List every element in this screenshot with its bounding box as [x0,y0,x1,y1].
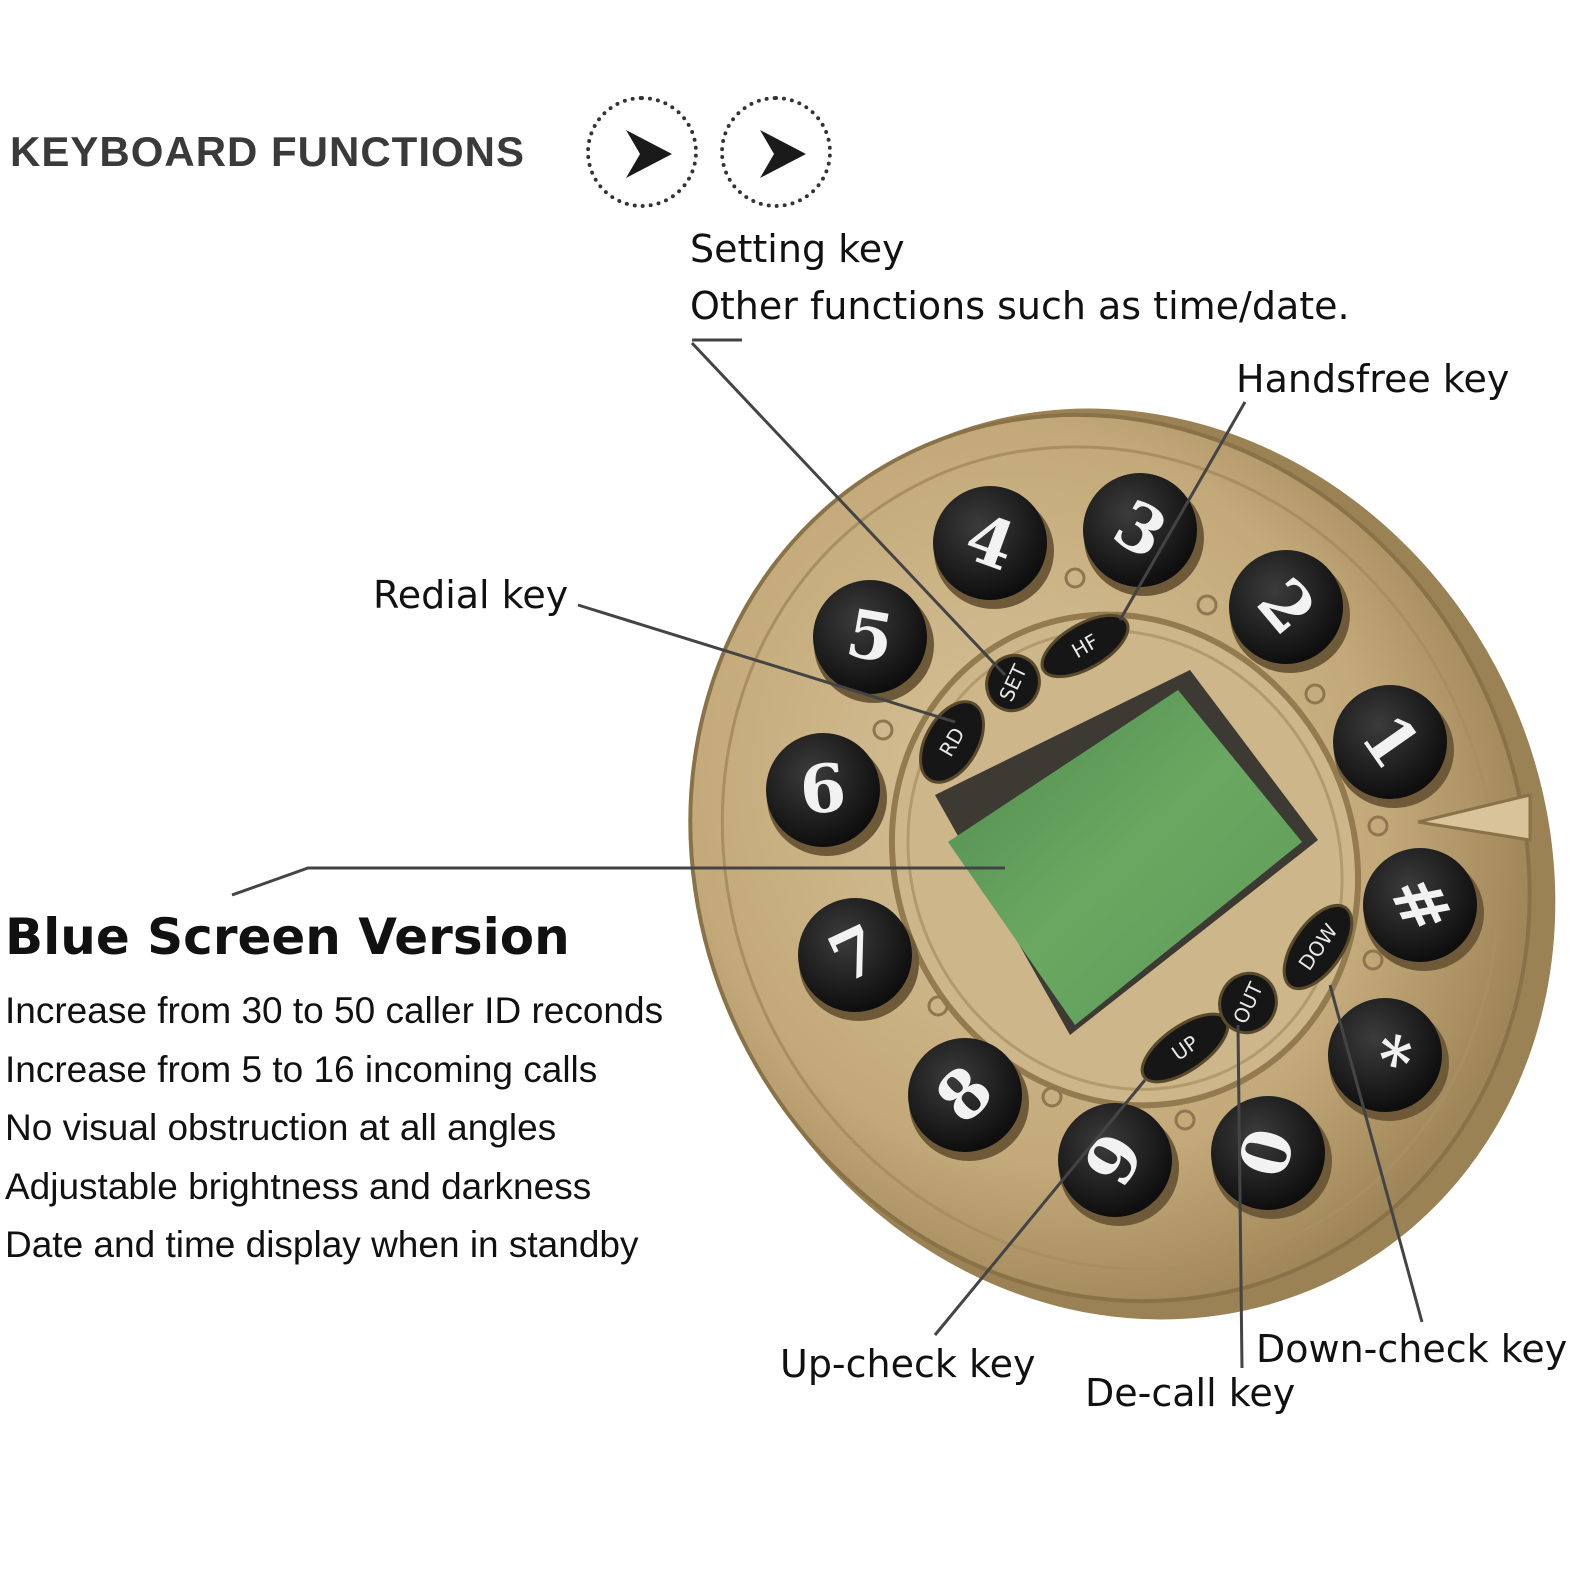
function-key-out: OUT [1218,971,1278,1035]
page-title: KEYBOARD FUNCTIONS [10,128,526,175]
feature-title: Blue Screen Version [5,908,570,966]
setting-key-description: Other functions such as time/date. [690,284,1350,328]
digit-key-5: 5 [813,580,934,703]
digit-key-7: 7 [798,898,919,1021]
digit-key-4: 4 [933,486,1054,609]
digit-key-2: 2 [1229,550,1350,673]
digit-key-9: 9 [1058,1103,1179,1226]
feature-item: Increase from 5 to 16 incoming calls [5,1048,598,1090]
digit-key-label: 6 [797,748,850,830]
arrow-right-icon [586,96,698,208]
function-key-hf: HF [1040,613,1130,679]
handsfree-key-leader [1118,401,1247,621]
screen-leader [231,866,1005,897]
upcheck-key-label: Up-check key [780,1342,1036,1386]
digit-key-1: 1 [1333,685,1454,808]
function-key-up: UP [1140,1012,1230,1084]
downcheck-key-leader [1328,984,1424,1323]
decall-key-label: De-call key [1085,1371,1296,1415]
digit-key-3: 3 [1083,473,1204,596]
redial-key-leader [577,603,956,724]
digit-key-8: 8 [908,1038,1029,1161]
upcheck-key-leader [933,1079,1147,1336]
lcd-screen [935,670,1318,1035]
downcheck-key-label: Down-check key [1256,1327,1568,1371]
handsfree-key-label: Handsfree key [1236,357,1510,401]
feature-list: Increase from 30 to 50 caller ID reconds… [5,990,663,1283]
feature-item: Date and time display when in standby [5,1224,639,1265]
setting-key-label: Setting key [690,227,905,271]
arrow-right-icon [720,96,832,208]
decall-key-leader [1236,1024,1244,1369]
feature-item: Increase from 30 to 50 caller ID reconds [5,990,664,1031]
redial-key-label: Redial key [373,573,569,617]
function-key-rd: RD [919,700,985,784]
feature-item: No visual obstruction at all angles [5,1107,557,1148]
digit-key-6: 6 [766,733,887,856]
function-key-dow: DOW [1282,903,1354,991]
digit-key-hash: # [1363,848,1484,971]
feature-item: Adjustable brightness and darkness [5,1165,592,1207]
setting-key-leader [690,341,1007,677]
